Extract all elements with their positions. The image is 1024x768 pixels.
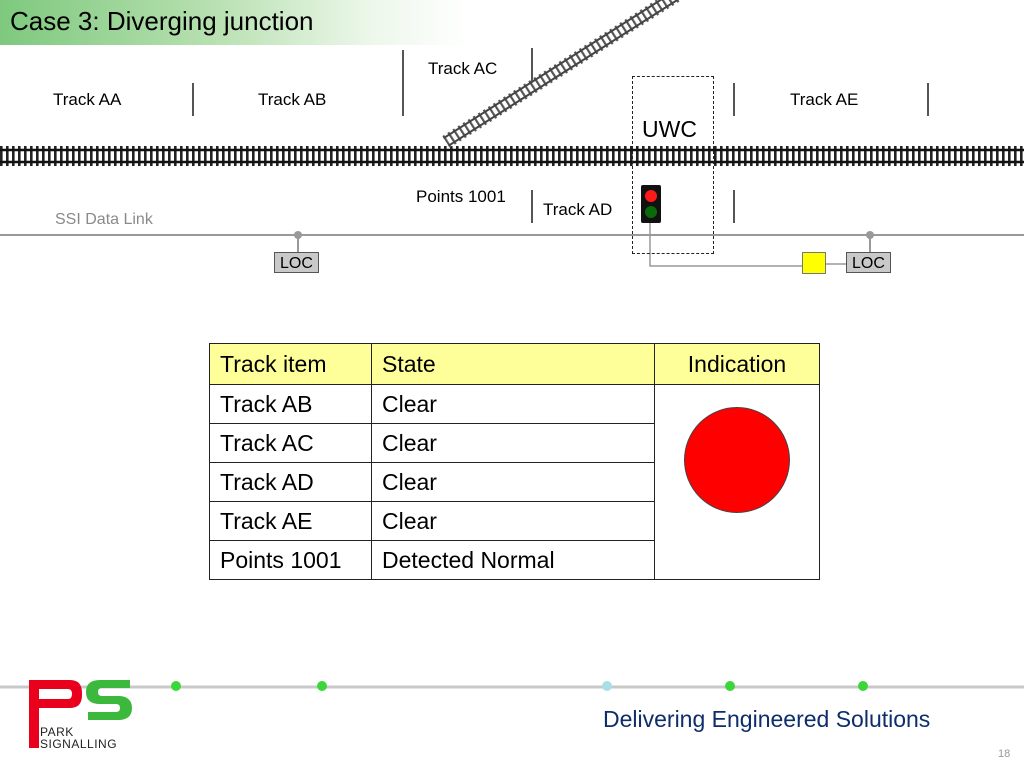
park-signalling-logo bbox=[29, 680, 132, 748]
signal-head bbox=[641, 185, 661, 223]
row-item: Track AD bbox=[209, 462, 372, 502]
ssi-data-link-label: SSI Data Link bbox=[55, 211, 153, 228]
header-track-item: Track item bbox=[209, 343, 372, 385]
logo-text: PARK SIGNALLING bbox=[40, 726, 117, 750]
footer-graphics bbox=[0, 680, 1024, 748]
diverging-track bbox=[442, 0, 729, 148]
footer-dot bbox=[858, 681, 868, 691]
page-number: 18 bbox=[998, 748, 1011, 760]
track-ab-label: Track AB bbox=[258, 90, 327, 109]
signal-green-lamp bbox=[645, 206, 657, 218]
header-state: State bbox=[371, 343, 655, 385]
logo-text-line2: SIGNALLING bbox=[40, 737, 118, 751]
ssi-data-link bbox=[0, 231, 1024, 252]
footer-dot bbox=[725, 681, 735, 691]
row-state: Clear bbox=[371, 462, 655, 502]
row-item: Track AE bbox=[209, 501, 372, 541]
page-title: Case 3: Diverging junction bbox=[10, 6, 314, 36]
indication-red-circle bbox=[684, 407, 790, 513]
uwc-boundary bbox=[632, 76, 714, 254]
logo-text-line1: PARK bbox=[40, 725, 74, 739]
loc-box-right: LOC bbox=[846, 252, 891, 273]
track-aa-label: Track AA bbox=[53, 90, 122, 109]
main-track bbox=[0, 146, 1024, 166]
track-ac-label: Track AC bbox=[428, 59, 498, 78]
row-state: Clear bbox=[371, 384, 655, 424]
signal-red-lamp bbox=[645, 190, 657, 202]
track-ad-label: Track AD bbox=[543, 200, 613, 219]
track-diagram bbox=[0, 0, 1024, 267]
table-header-row: Track item State Indication bbox=[209, 343, 820, 385]
row-item: Points 1001 bbox=[209, 540, 372, 580]
loc-box-left: LOC bbox=[274, 252, 319, 273]
indication-cell bbox=[654, 384, 820, 580]
points-label: Points 1001 bbox=[416, 187, 506, 206]
footer-dot bbox=[602, 681, 612, 691]
row-item: Track AB bbox=[209, 384, 372, 424]
row-state: Clear bbox=[371, 501, 655, 541]
header-indication: Indication bbox=[654, 343, 820, 385]
footer-dot bbox=[171, 681, 181, 691]
track-state-table: Track item State Indication Track AB Cle… bbox=[209, 343, 820, 580]
table-row: Track AD Clear bbox=[209, 462, 820, 502]
table-row: Track AB Clear bbox=[209, 384, 820, 580]
footer-tagline: Delivering Engineered Solutions bbox=[603, 706, 931, 732]
yellow-indicator-box bbox=[802, 252, 826, 274]
track-ae-label: Track AE bbox=[790, 90, 859, 109]
signal-wiring bbox=[649, 222, 802, 267]
table-row: Track AE Clear bbox=[209, 501, 820, 541]
row-state: Clear bbox=[371, 423, 655, 463]
uwc-label: UWC bbox=[642, 116, 697, 142]
title-banner bbox=[0, 0, 470, 45]
footer-dot bbox=[317, 681, 327, 691]
table-row: Track AC Clear bbox=[209, 423, 820, 463]
row-item: Track AC bbox=[209, 423, 372, 463]
row-state: Detected Normal bbox=[371, 540, 655, 580]
table-row: Points 1001 Detected Normal bbox=[209, 540, 820, 580]
